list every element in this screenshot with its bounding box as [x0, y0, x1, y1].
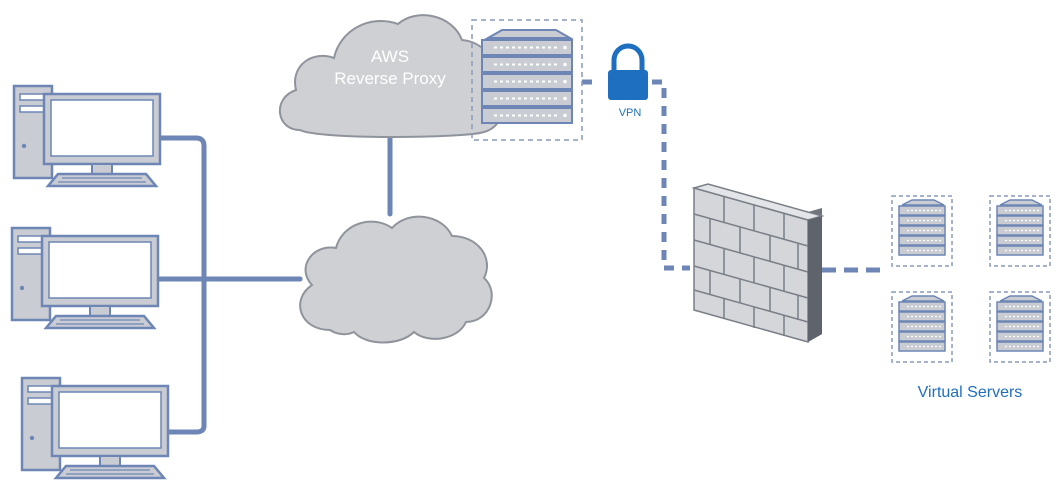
virtual-server-2	[989, 195, 1051, 267]
virtual-server-3	[891, 291, 953, 363]
padlock-icon	[608, 43, 648, 100]
firewall-brick-wall-icon	[691, 183, 825, 343]
proxy-server	[471, 19, 583, 141]
internet-cloud	[299, 215, 493, 344]
vpn-label: VPN	[619, 107, 642, 119]
aws-cloud-title: AWS	[371, 47, 409, 66]
link-pc1	[157, 135, 207, 435]
virtual-server-4	[989, 291, 1051, 363]
workstation-1	[12, 84, 162, 188]
aws-cloud-subtitle: Reverse Proxy	[334, 69, 446, 88]
workstation-2	[10, 226, 160, 330]
workstation-3	[20, 376, 170, 480]
vpn-link	[582, 79, 690, 271]
aws-cloud	[279, 14, 504, 138]
virtual-servers-label: Virtual Servers	[918, 384, 1023, 401]
virtual-server-1	[891, 195, 953, 267]
network-links	[153, 127, 393, 435]
